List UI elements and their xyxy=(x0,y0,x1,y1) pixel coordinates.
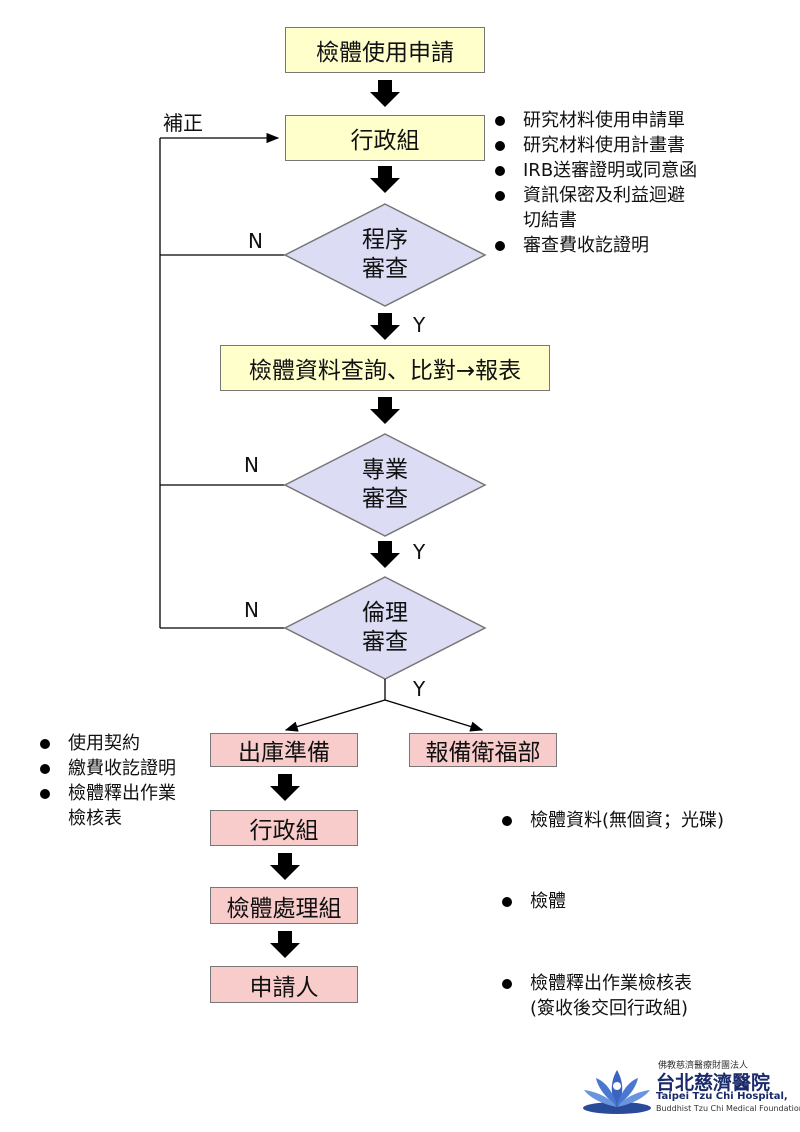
node-label: 檢體使用申請 xyxy=(316,40,454,66)
outbound-docs-list: 使用契約 繳費收訖證明 檢體釋出作業 檢核表 xyxy=(38,731,218,831)
no-label-ethics: N xyxy=(244,598,259,622)
logo-org-text: 佛教慈濟醫療財團法人 xyxy=(658,1061,749,1071)
no-label-professional: N xyxy=(244,453,259,477)
arrow-down xyxy=(370,313,400,340)
list-item: IRB送審證明或同意函 xyxy=(493,158,793,183)
no-label-procedure: N xyxy=(248,229,263,253)
applicant-docs-list: 檢體釋出作業檢核表 (簽收後交回行政組) xyxy=(500,971,790,1021)
list-item: 檢體資料(無個資；光碟) xyxy=(500,808,790,833)
bullet-icon xyxy=(502,979,512,989)
professional-review-diamond xyxy=(283,433,487,537)
bullet-icon xyxy=(495,141,505,151)
logo-english-foundation: Buddhist Tzu Chi Medical Foundation xyxy=(656,1104,800,1113)
applicant-box: 申請人 xyxy=(210,966,358,1003)
admin-docs-list: 研究材料使用申請單 研究材料使用計畫書 IRB送審證明或同意函 資訊保密及利益迴… xyxy=(493,108,793,258)
report-mohw-box: 報備衛福部 xyxy=(409,733,557,767)
bullet-icon xyxy=(40,739,50,749)
list-item: 研究材料使用計畫書 xyxy=(493,133,793,158)
node-label: 行政組 xyxy=(249,818,319,844)
list-item: 檢體釋出作業檢核表 (簽收後交回行政組) xyxy=(500,971,790,1021)
list-item: 資訊保密及利益迴避 切結書 xyxy=(493,183,793,233)
admin-group-box-1: 行政組 xyxy=(285,115,485,161)
node-label: 檢體資料查詢、比對→報表 xyxy=(248,358,522,384)
node-label: 出庫準備 xyxy=(238,740,330,766)
feedback-lines xyxy=(159,132,288,629)
list-item: 使用契約 xyxy=(38,731,218,756)
specimen-processing-box: 檢體處理組 xyxy=(210,887,358,924)
arrow-down xyxy=(370,80,400,107)
arrow-down xyxy=(270,931,300,958)
bullet-icon xyxy=(40,764,50,774)
arrow-down xyxy=(270,853,300,880)
list-item: 研究材料使用申請單 xyxy=(493,108,793,133)
arrow-down xyxy=(270,774,300,801)
list-item: 審查費收訖證明 xyxy=(493,233,793,258)
yes-label-professional: Y xyxy=(413,540,426,564)
ethics-review-label: 倫理 審查 xyxy=(362,600,408,655)
logo-hospital-name: 台北慈濟醫院 xyxy=(656,1072,771,1094)
admin2-docs-list: 檢體資料(無個資；光碟) xyxy=(500,808,790,833)
bullet-icon xyxy=(495,191,505,201)
lotus-icon xyxy=(583,1070,651,1114)
list-item: 檢體釋出作業 檢核表 xyxy=(38,781,218,831)
list-item: 檢體 xyxy=(500,889,700,914)
bullet-icon xyxy=(502,816,512,826)
bullet-icon xyxy=(495,166,505,176)
node-label: 報備衛福部 xyxy=(425,740,541,766)
block-arrows xyxy=(270,80,400,958)
arrow-down xyxy=(370,541,400,568)
hospital-logo: 佛教慈濟醫療財團法人 台北慈濟醫院 Taipei Tzu Chi Hospita… xyxy=(580,1058,800,1118)
split-lines xyxy=(284,679,484,732)
admin-group-box-2: 行政組 xyxy=(210,810,358,846)
professional-review-label: 專業 審查 xyxy=(362,457,408,512)
bullet-icon xyxy=(495,241,505,251)
procedure-review-diamond xyxy=(283,203,487,307)
bullet-icon xyxy=(40,789,50,799)
yes-label-procedure: Y xyxy=(413,313,426,337)
specimen-query-box: 檢體資料查詢、比對→報表 xyxy=(220,345,550,391)
specimen-application-box: 檢體使用申請 xyxy=(285,27,485,73)
node-label: 行政組 xyxy=(350,128,420,154)
arrow-down xyxy=(370,166,400,193)
node-label: 檢體處理組 xyxy=(226,895,342,922)
arrow-down xyxy=(370,397,400,424)
bullet-icon xyxy=(495,116,505,126)
supplement-label: 補正 xyxy=(163,111,203,135)
node-label: 申請人 xyxy=(249,974,319,1001)
yes-label-ethics: Y xyxy=(413,677,426,701)
list-item: 繳費收訖證明 xyxy=(38,756,218,781)
procedure-review-label: 程序 審查 xyxy=(362,227,408,282)
bullet-icon xyxy=(502,897,512,907)
outbound-prep-box: 出庫準備 xyxy=(210,733,358,767)
processing-docs-list: 檢體 xyxy=(500,889,700,914)
logo-english-name: Taipei Tzu Chi Hospital, xyxy=(656,1091,788,1102)
